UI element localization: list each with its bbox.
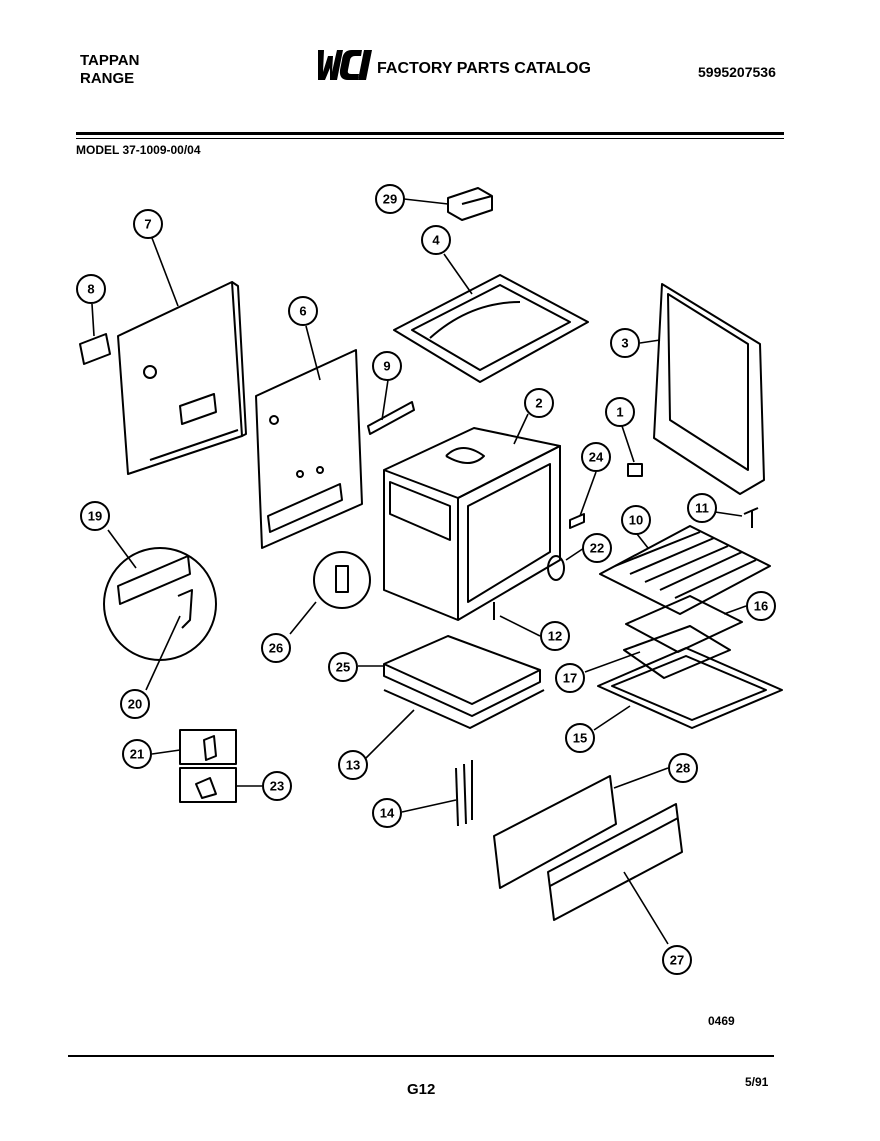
catalog-part-number: 5995207536 xyxy=(698,64,776,80)
part-1-knob[interactable] xyxy=(627,463,643,477)
header-rule-thin xyxy=(76,138,784,139)
svg-text:23: 23 xyxy=(270,779,284,794)
svg-text:9: 9 xyxy=(383,359,390,374)
brand-title: TAPPAN RANGE xyxy=(80,52,139,88)
svg-text:20: 20 xyxy=(128,697,142,712)
callout-27: 27 xyxy=(662,945,692,975)
part-19-detail-inset[interactable] xyxy=(103,547,217,661)
svg-text:1: 1 xyxy=(616,405,623,420)
part-15-drawer-liner[interactable] xyxy=(597,647,783,729)
callout-15: 15 xyxy=(565,723,595,753)
part-25-oven-bottom[interactable] xyxy=(383,635,541,717)
svg-text:17: 17 xyxy=(563,671,577,686)
callout-7: 7 xyxy=(133,209,163,239)
callout-25: 25 xyxy=(328,652,358,682)
callout-1: 1 xyxy=(605,397,635,427)
svg-text:27: 27 xyxy=(670,953,684,968)
svg-text:16: 16 xyxy=(754,599,768,614)
page-code: G12 xyxy=(407,1081,436,1098)
brand-line-1: TAPPAN xyxy=(80,52,140,69)
part-7-rear-panel[interactable] xyxy=(117,281,247,475)
part-2-oven-cavity[interactable] xyxy=(383,427,561,621)
callout-11: 11 xyxy=(687,493,717,523)
callout-9: 9 xyxy=(372,351,402,381)
svg-text:3: 3 xyxy=(621,336,628,351)
part-26-detail-inset[interactable] xyxy=(313,551,371,609)
part-10-oven-rack[interactable] xyxy=(599,525,771,615)
svg-text:6: 6 xyxy=(299,304,306,319)
callout-13: 13 xyxy=(338,750,368,780)
svg-text:11: 11 xyxy=(695,501,709,516)
svg-text:14: 14 xyxy=(380,806,395,821)
svg-text:13: 13 xyxy=(346,758,360,773)
part-9-bracket[interactable] xyxy=(367,401,415,435)
callout-17: 17 xyxy=(555,663,585,693)
svg-text:22: 22 xyxy=(590,541,604,556)
callout-22: 22 xyxy=(582,533,612,563)
part-29-bracket[interactable] xyxy=(447,187,493,221)
callout-2: 2 xyxy=(524,388,554,418)
part-6-back-panel[interactable] xyxy=(255,349,363,549)
callout-23: 23 xyxy=(262,771,292,801)
model-number: MODEL 37-1009-00/04 xyxy=(76,143,201,157)
callout-20: 20 xyxy=(120,689,150,719)
svg-text:24: 24 xyxy=(589,450,604,465)
svg-text:26: 26 xyxy=(269,641,283,656)
part-11-leveler[interactable] xyxy=(743,507,759,528)
callout-8: 8 xyxy=(76,274,106,304)
part-24-clip[interactable] xyxy=(569,513,585,529)
callout-26: 26 xyxy=(261,633,291,663)
callout-3: 3 xyxy=(610,328,640,358)
header-rule-thick xyxy=(76,132,784,135)
part-16-broiler-pan[interactable] xyxy=(625,595,743,653)
part-13-base-frame[interactable] xyxy=(383,689,545,729)
svg-text:21: 21 xyxy=(130,747,144,762)
callout-6: 6 xyxy=(288,296,318,326)
callout-24: 24 xyxy=(581,442,611,472)
svg-text:19: 19 xyxy=(88,509,102,524)
callout-29: 29 xyxy=(375,184,405,214)
part-8-cover-plate[interactable] xyxy=(79,333,111,365)
brand-line-2: RANGE xyxy=(80,70,135,87)
part-4-cooktop-panel[interactable] xyxy=(393,274,589,383)
callout-21: 21 xyxy=(122,739,152,769)
svg-text:12: 12 xyxy=(548,629,562,644)
figure-reference-code: 0469 xyxy=(708,1014,735,1028)
svg-text:15: 15 xyxy=(573,731,587,746)
part-14-brackets[interactable] xyxy=(455,760,473,827)
svg-text:4: 4 xyxy=(432,233,440,248)
part-22-grommet[interactable] xyxy=(547,555,565,581)
callout-16: 16 xyxy=(746,591,776,621)
callout-19: 19 xyxy=(80,501,110,531)
catalog-title: FACTORY PARTS CATALOG xyxy=(377,60,591,77)
svg-text:8: 8 xyxy=(87,282,94,297)
part-3-side-panel[interactable] xyxy=(653,283,765,495)
part-28-drawer-back[interactable] xyxy=(493,775,617,889)
part-27-drawer-front[interactable] xyxy=(547,803,683,921)
svg-text:25: 25 xyxy=(336,660,350,675)
part-17-broiler-insert[interactable] xyxy=(623,625,731,679)
callout-4: 4 xyxy=(421,225,451,255)
callout-10: 10 xyxy=(621,505,651,535)
svg-text:2: 2 xyxy=(535,396,542,411)
callout-12: 12 xyxy=(540,621,570,651)
callout-14: 14 xyxy=(372,798,402,828)
svg-text:7: 7 xyxy=(144,217,151,232)
part-21-clip-box[interactable] xyxy=(179,729,237,765)
part-23-bracket-box[interactable] xyxy=(179,767,237,803)
svg-text:10: 10 xyxy=(629,513,643,528)
callout-28: 28 xyxy=(668,753,698,783)
svg-text:28: 28 xyxy=(676,761,690,776)
svg-text:29: 29 xyxy=(383,192,397,207)
wci-logo-icon xyxy=(318,50,372,80)
catalog-date: 5/91 xyxy=(745,1075,769,1089)
footer-rule xyxy=(68,1055,774,1057)
